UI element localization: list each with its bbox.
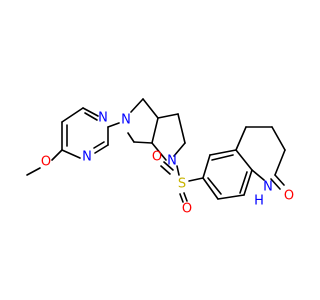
- atom-label-o-methoxy: O: [41, 155, 51, 170]
- bond: [61, 149, 81, 159]
- bond: [61, 107, 84, 123]
- bond: [163, 161, 174, 171]
- bond: [176, 165, 180, 176]
- bond: [207, 177, 222, 195]
- bond: [160, 165, 171, 175]
- bond: [173, 142, 186, 157]
- bond: [84, 112, 98, 121]
- atom-label-n-amide: N: [263, 180, 273, 195]
- bond: [239, 171, 248, 194]
- atom-label-s: S: [178, 177, 186, 192]
- bond: [274, 174, 285, 186]
- bond: [107, 122, 120, 128]
- bond: [51, 149, 63, 161]
- atom-label-n-bicyc1: N: [121, 113, 131, 128]
- bond: [209, 149, 237, 156]
- bond: [217, 194, 245, 200]
- bond: [211, 154, 234, 161]
- bond: [202, 177, 219, 200]
- bond: [94, 144, 109, 154]
- bond: [142, 98, 159, 119]
- bond: [270, 178, 281, 190]
- bond: [183, 192, 188, 202]
- atom-labels: O N N N N S O O N H O: [41, 111, 294, 217]
- bond: [235, 126, 247, 151]
- atom-label-o-s1: O: [152, 150, 162, 165]
- bond: [26, 167, 41, 176]
- bond: [235, 149, 253, 171]
- bond: [188, 177, 204, 182]
- bond: [177, 113, 186, 144]
- atom-label-h-amide: H: [254, 194, 264, 209]
- bond: [93, 141, 105, 149]
- atom-label-n-pyr2: N: [82, 150, 92, 165]
- bond: [133, 141, 153, 144]
- molecule-diagram: O N N N N S O O N H O: [26, 98, 294, 217]
- bond: [202, 154, 211, 179]
- atom-label-o-s2: O: [182, 202, 192, 217]
- bond: [157, 113, 179, 119]
- atom-label-o-amide: O: [284, 189, 294, 204]
- bond: [151, 117, 159, 144]
- bond: [130, 98, 144, 113]
- bond: [127, 132, 135, 143]
- bond: [179, 193, 184, 203]
- bonds: [26, 98, 286, 203]
- atom-label-n-bicyc2: N: [167, 154, 177, 169]
- bond: [271, 126, 286, 151]
- bond: [151, 142, 167, 161]
- bond: [82, 107, 99, 117]
- atom-label-n-pyr1: N: [98, 111, 108, 126]
- bond: [274, 149, 286, 176]
- bond: [251, 169, 265, 181]
- bond: [243, 169, 253, 196]
- structure-drawing: O N N N N S O O N H O: [26, 98, 294, 217]
